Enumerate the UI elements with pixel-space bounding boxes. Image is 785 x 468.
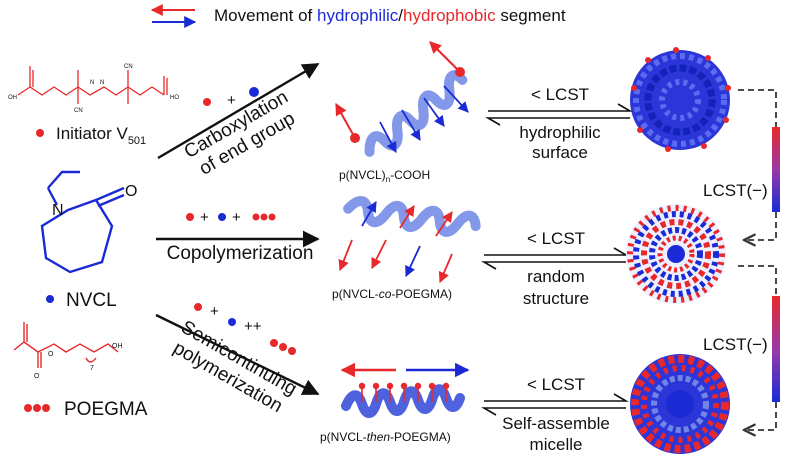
initiator-structure (17, 66, 168, 104)
side-chain-pins (361, 388, 447, 402)
atom-label: HO (170, 95, 179, 101)
result-label: Self-assemble (502, 414, 610, 433)
process-arrow (157, 62, 320, 160)
atom-label: O (34, 373, 40, 380)
process-label: Semicontinuing polymerization (169, 317, 300, 417)
reagent-poegma-dots (270, 339, 296, 355)
atom-label: OH (8, 95, 17, 101)
poegma-dots-icon (24, 404, 50, 412)
lcst-gradient-bar (772, 296, 780, 402)
atom-label: O (125, 183, 137, 200)
result-label: micelle (530, 435, 583, 454)
motion-arrows (338, 201, 453, 283)
poegma-label: POEGMA (64, 399, 148, 420)
lcst-label: LCST(−) (703, 335, 768, 354)
reagent-plus: + (227, 92, 236, 109)
atom-label: N (52, 202, 64, 219)
reagent-dot-icon (218, 213, 226, 221)
condition-label: < LCST (531, 85, 589, 104)
poegma-structure (13, 322, 119, 368)
product-label: p(NVCL-then-POEGMA) (320, 430, 451, 444)
process-label: Copolymerization (167, 243, 314, 264)
reagent-plus: + (200, 209, 209, 226)
nvcl-dot-icon (46, 295, 54, 303)
polymer-helix (364, 70, 468, 157)
reagent-dot-icon (228, 318, 236, 326)
lcst-connectors (738, 89, 777, 430)
process-arrow (155, 313, 320, 396)
atom-label: 7 (90, 365, 94, 372)
condition-label: < LCST (527, 229, 585, 248)
result-label: hydrophilic (519, 123, 601, 142)
polymer-helix (343, 196, 481, 237)
reagent-dot-icon (203, 98, 211, 106)
reagent-plus: ++ (244, 318, 262, 335)
atom-label: O (48, 351, 54, 358)
nvcl-label: NVCL (66, 290, 117, 311)
motion-arrow (429, 41, 461, 73)
result-label: structure (523, 289, 589, 308)
reagent-dot-icon (249, 87, 259, 97)
result-label: surface (532, 143, 588, 162)
result-label: random (527, 267, 585, 286)
lcst-label: LCST(−) (703, 181, 768, 200)
reagent-plus: + (232, 209, 241, 226)
atom-label: CN (74, 108, 83, 114)
atom-label: N (100, 80, 104, 86)
reagent-plus: + (210, 303, 219, 320)
nanoparticle-micelle (630, 354, 730, 454)
atom-label: CN (124, 64, 133, 70)
initiator-dot-icon (36, 129, 44, 137)
equilibrium-arrow (485, 103, 633, 126)
polymer-helix (341, 384, 465, 418)
reagent-dot-icon (194, 303, 202, 311)
legend: Movement of hydrophilic/hydrophobic segm… (150, 4, 566, 28)
nanoparticle-hydrophilic (630, 47, 731, 152)
reagent-poegma-dots (252, 213, 276, 221)
nanoparticle-random (626, 204, 726, 304)
motion-arrow (335, 102, 356, 139)
legend-text: Movement of hydrophilic/hydrophobic segm… (214, 6, 566, 25)
lcst-gradient-bar (772, 127, 780, 212)
atom-label: N (90, 80, 94, 86)
motion-arrows (379, 85, 469, 153)
nvcl-structure (40, 170, 125, 274)
initiator-label: Initiator V501 (56, 124, 146, 147)
equilibrium-arrow (481, 393, 629, 416)
product-label: p(NVCL-co-POEGMA) (332, 287, 452, 301)
reagent-dot-icon (186, 213, 194, 221)
equilibrium-arrow (481, 247, 629, 270)
product-label: p(NVCL)n-COOH (339, 168, 430, 184)
side-chain-dots (358, 382, 450, 390)
condition-label: < LCST (527, 375, 585, 394)
atom-label: OH (112, 343, 123, 350)
process-label: Carboxylation of end group (181, 87, 299, 180)
